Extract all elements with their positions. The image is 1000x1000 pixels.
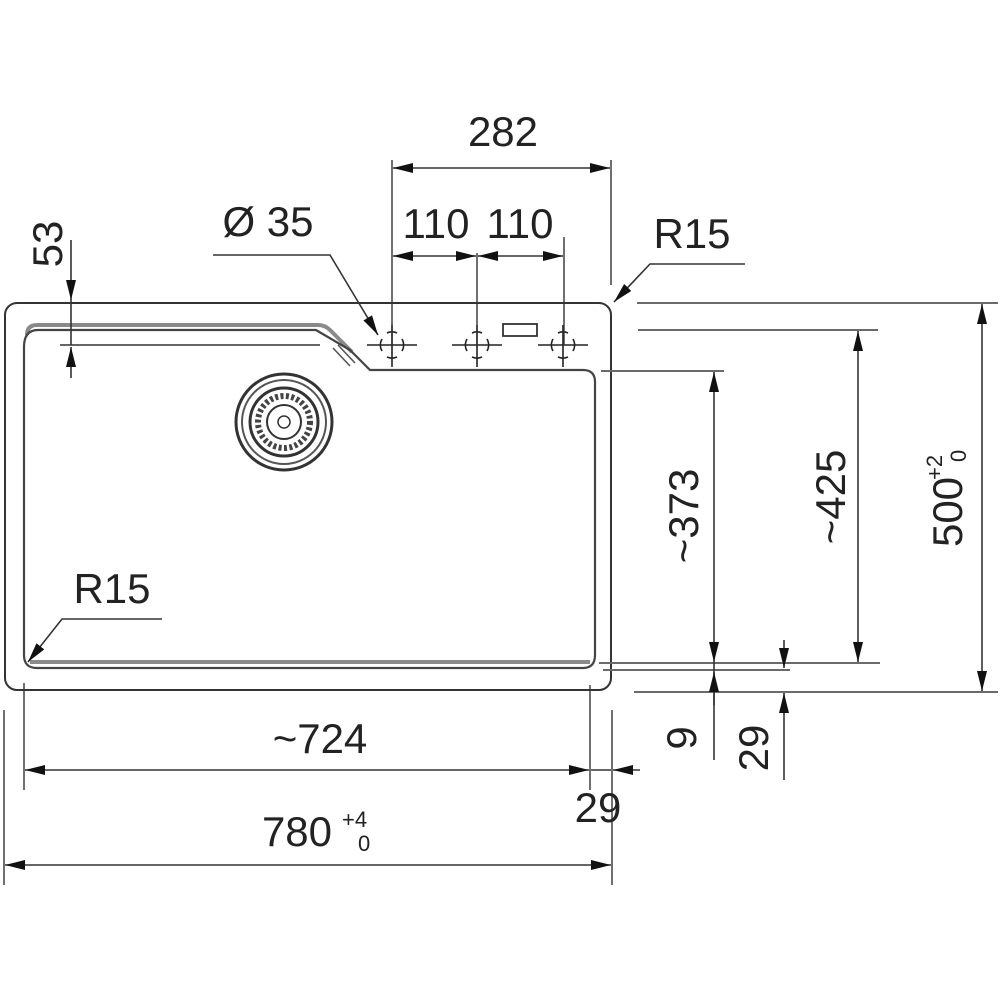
dim-110-110 <box>393 237 565 345</box>
svg-text:0: 0 <box>946 450 971 462</box>
svg-text:500: 500 <box>924 477 971 547</box>
bowl-outline <box>22 323 597 670</box>
label-r15-top: R15 <box>653 210 730 257</box>
svg-text:0: 0 <box>358 831 370 856</box>
label-110-b: 110 <box>487 200 554 247</box>
dim-r15-top-leader <box>613 263 745 303</box>
label-373: ~373 <box>660 469 707 564</box>
dim-724 <box>23 683 640 885</box>
label-780: 780 +4 0 <box>262 807 370 856</box>
label-500: 500 +2 0 <box>922 450 971 547</box>
dim-282 <box>391 160 612 345</box>
label-9: 9 <box>658 726 705 749</box>
right-extension-lines <box>599 302 998 693</box>
label-r15-bowl: R15 <box>73 565 150 612</box>
label-110-a: 110 <box>403 200 470 247</box>
label-282: 282 <box>468 108 538 155</box>
label-425: ~425 <box>807 450 854 545</box>
tap-hole-3 <box>538 325 588 367</box>
svg-text:780: 780 <box>262 808 332 855</box>
label-29-vertical: 29 <box>730 725 777 772</box>
dim-diameter-leader <box>213 254 379 336</box>
label-724: ~724 <box>273 715 368 762</box>
label-29-horizontal: 29 <box>575 784 622 831</box>
drain-icon <box>234 372 334 472</box>
label-diameter-35: Ø 35 <box>222 198 313 245</box>
svg-text:+2: +2 <box>922 455 947 480</box>
overflow-slot <box>502 323 538 337</box>
dim-780 <box>3 710 611 885</box>
sink-outline <box>4 302 612 691</box>
dim-r15-bowl-leader <box>27 618 162 663</box>
label-53: 53 <box>24 221 71 268</box>
svg-text:+4: +4 <box>342 807 367 832</box>
